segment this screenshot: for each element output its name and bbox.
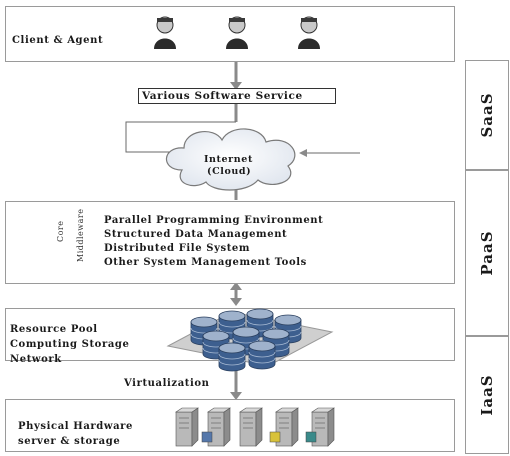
server-icon [305, 407, 335, 447]
resource-line: Network [10, 354, 62, 365]
middleware-item: Parallel Programming Environment [104, 215, 324, 226]
user-icon [298, 16, 320, 49]
software-service-label: Various Software Service [142, 90, 303, 102]
middleware-item: Structured Data Management [104, 229, 288, 240]
iaas-label: IaaS [478, 374, 496, 416]
database-cylinder [218, 342, 246, 372]
database-cylinder [274, 314, 302, 344]
software-service-box: Various Software Service [138, 88, 336, 104]
hardware-line: Physical Hardware [18, 421, 133, 432]
user-icons [154, 16, 320, 49]
hardware-line: server & storage [18, 436, 121, 447]
database-cylinder [248, 340, 276, 370]
client-agent-label: Client & Agent [12, 35, 104, 46]
resource-line: Computing Storage [10, 339, 130, 350]
server-icon [269, 407, 299, 447]
paas-panel: PaaS [465, 170, 509, 336]
virtualization-label: Virtualization [124, 378, 210, 389]
cloud-label: (Cloud) [207, 166, 252, 177]
server-icon [201, 407, 231, 447]
arrowhead [230, 82, 242, 90]
saas-panel: SaaS [465, 60, 509, 170]
client-agent-panel: Client & Agent [5, 6, 455, 62]
resource-line: Resource Pool [10, 324, 98, 335]
user-icon [154, 16, 176, 49]
cloud-icon [165, 128, 296, 191]
paas-label: PaaS [478, 230, 496, 276]
internet-label: Internet [204, 154, 253, 165]
iaas-panel: IaaS [465, 336, 509, 454]
server-icon [175, 407, 199, 447]
server-icon [239, 407, 263, 447]
middleware-panel [5, 201, 455, 284]
middleware-item: Other System Management Tools [104, 257, 307, 268]
middleware-item: Distributed File System [104, 243, 251, 254]
loop-connector [125, 121, 236, 153]
user-icon [226, 16, 248, 49]
saas-label: SaaS [478, 92, 496, 138]
